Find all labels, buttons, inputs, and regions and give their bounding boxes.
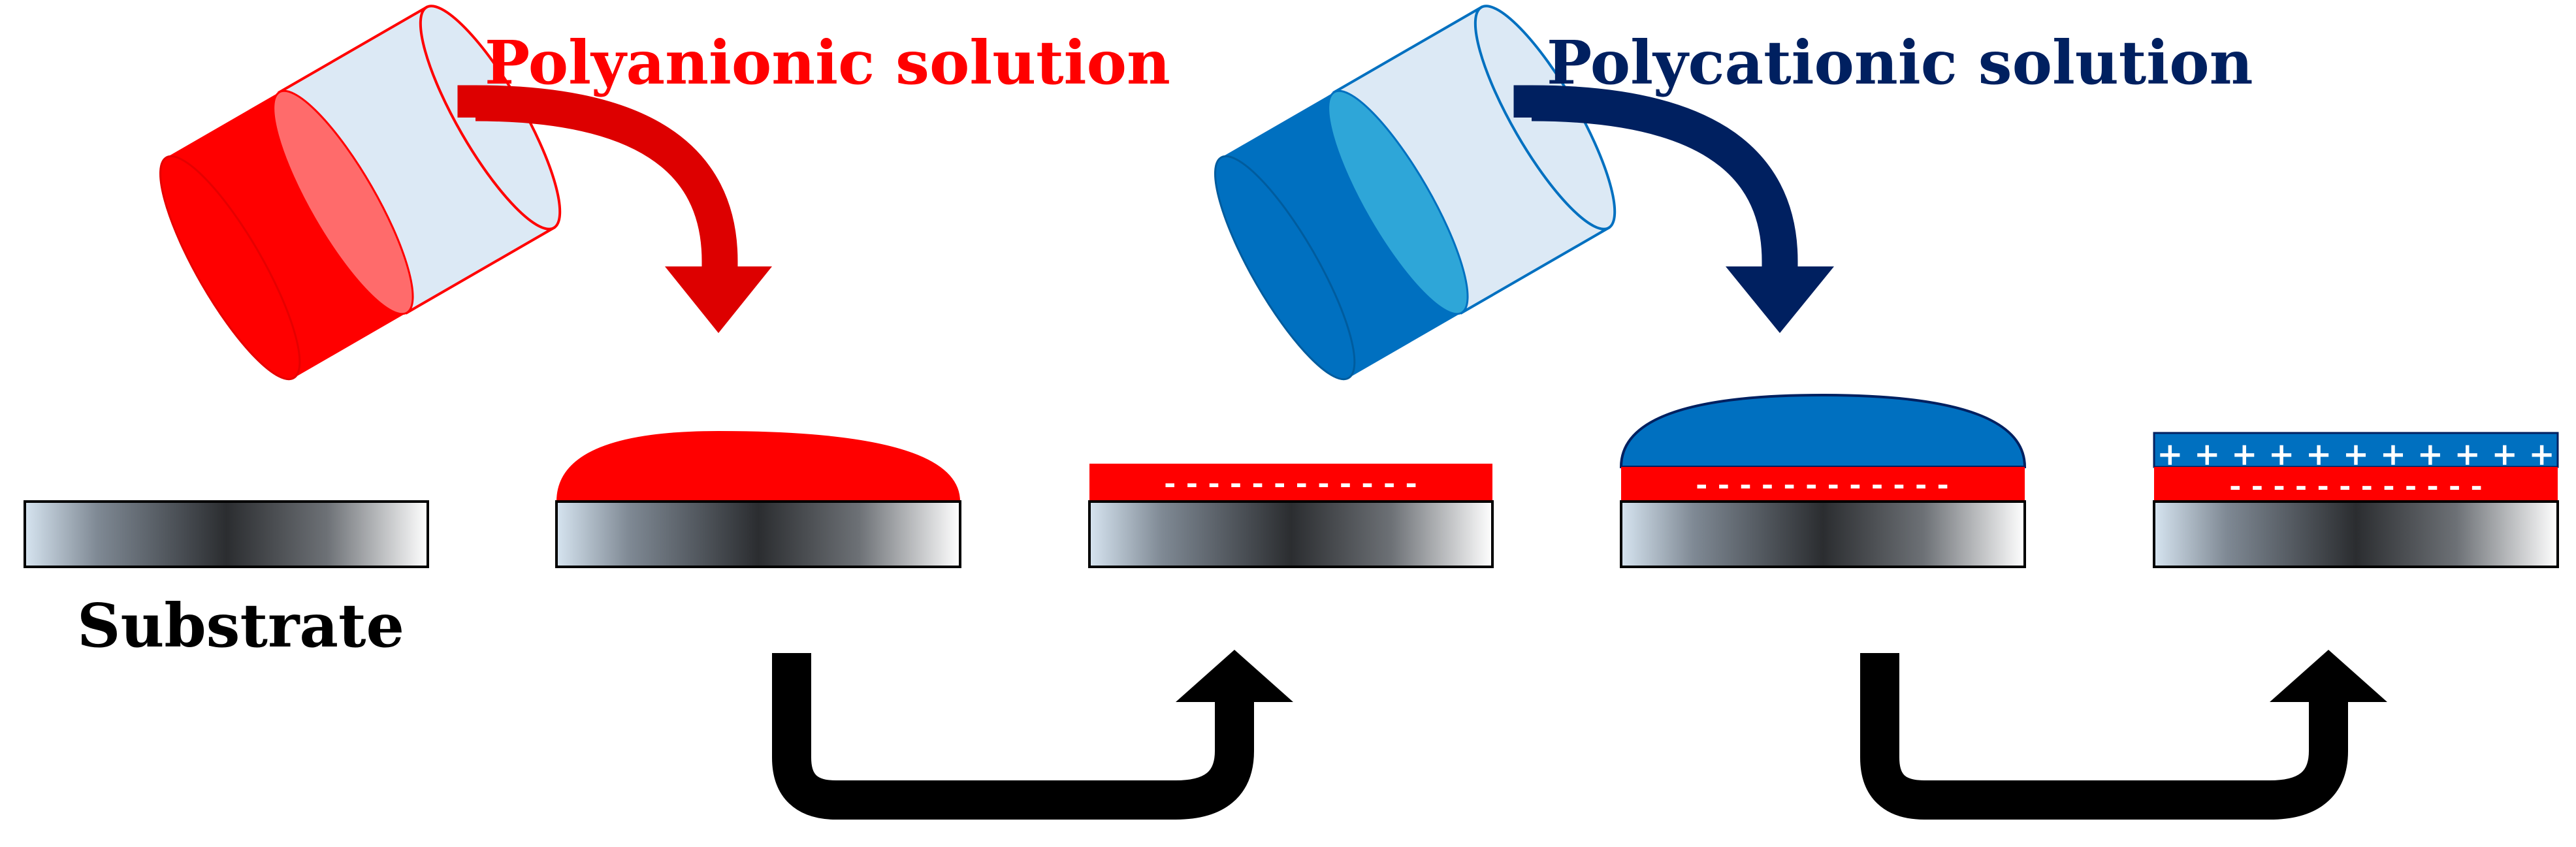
polycationic-label: Polycationic solution [1547,27,2253,98]
beaker-icon-red [159,5,562,381]
substrate-with-polyanion-drop [555,431,961,568]
polyanionic-label: Polyanionic solution [485,27,1170,98]
u-turn-arrow-icon-left [772,650,1293,820]
u-turn-arrow-icon-right [1860,650,2387,820]
negative-charges-step5: - - - - - - - - - - - - [2229,470,2483,503]
substrate-with-polycation-drop [1619,393,2027,568]
curved-arrow-icon-red [457,85,772,333]
negative-charges-step4: - - - - - - - - - - - - [1696,468,1949,502]
substrate-negative-layer [1088,464,1494,568]
substrate-bilayer [2153,432,2559,568]
negative-charges: - - - - - - - - - - - - [1164,467,1417,500]
substrate-label: Substrate [77,590,404,661]
positive-charges: + + + + + + + + + + + [2157,436,2555,473]
curved-arrow-icon-navy [1513,85,1834,333]
substrate-bare [24,500,429,568]
